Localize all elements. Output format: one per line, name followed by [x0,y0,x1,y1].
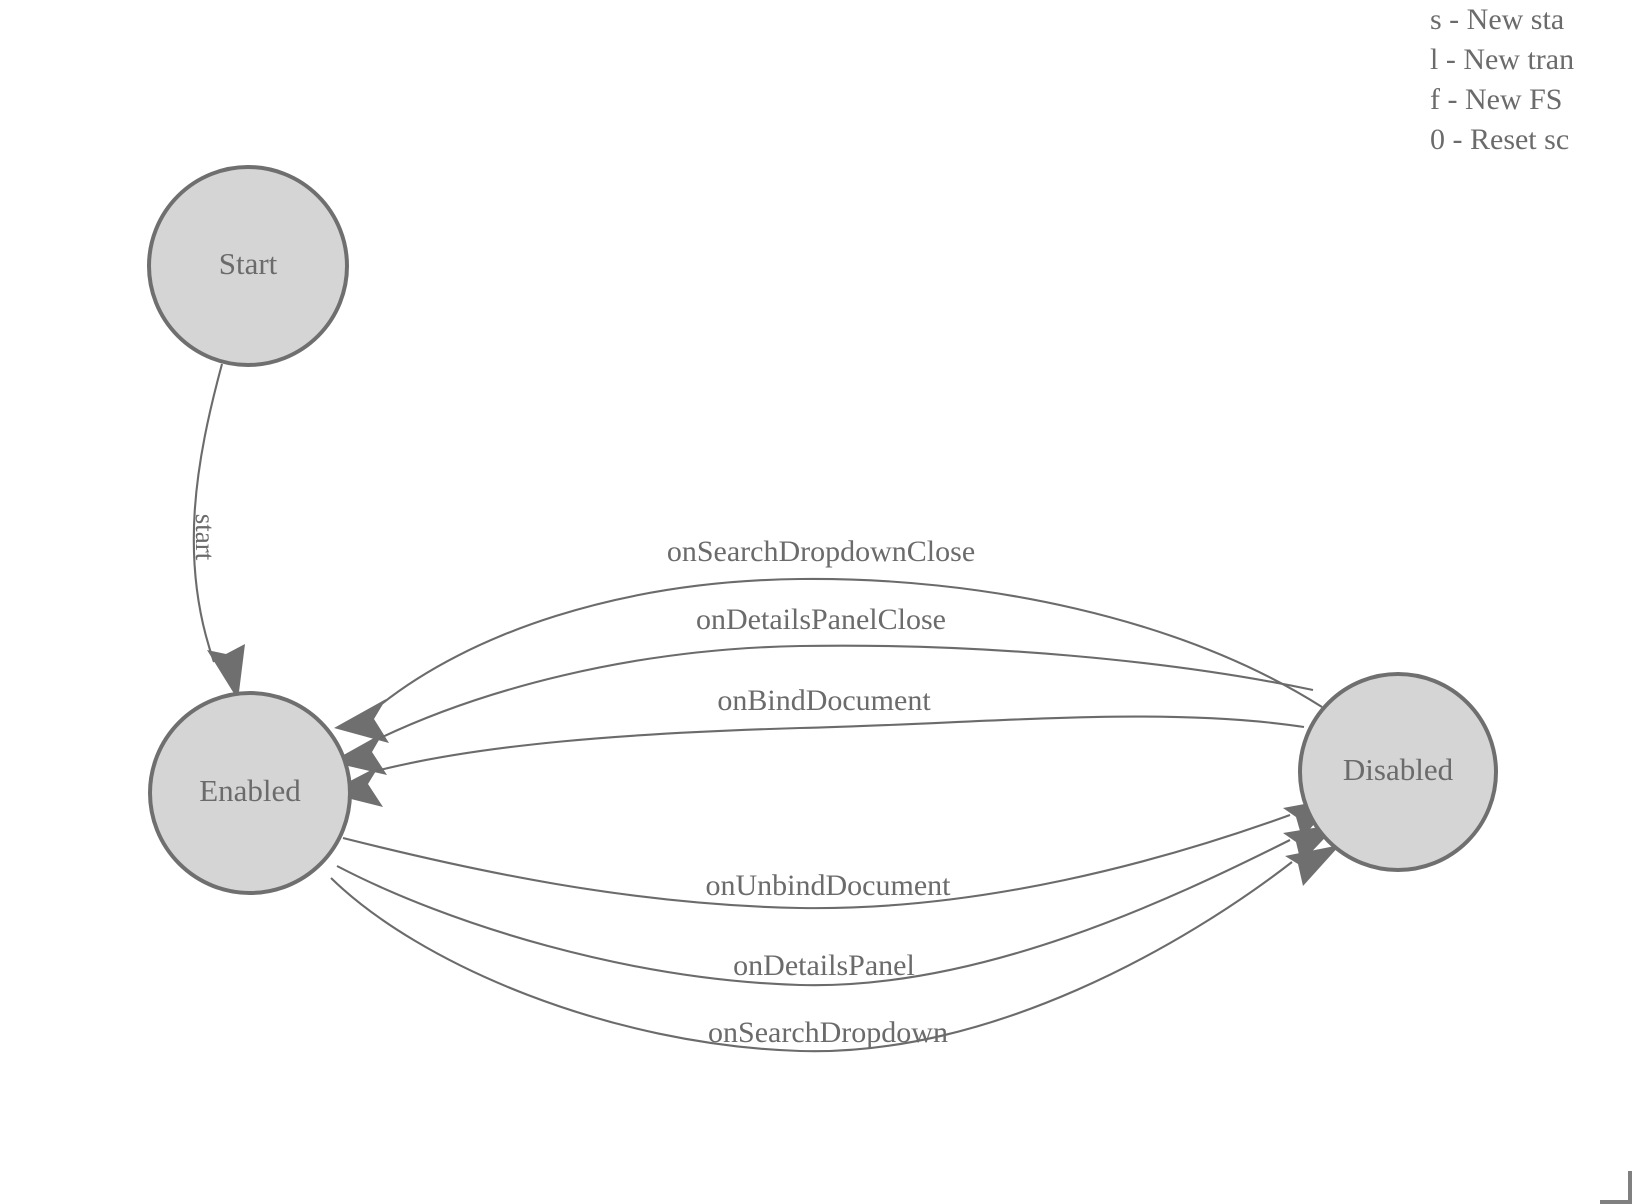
transition-ondetailspanel-path[interactable] [336,839,1291,987]
transition-onsearchdropdownclose[interactable] [334,577,1323,743]
transition-onsearchdropdownclose-path[interactable] [378,577,1323,708]
transition-label-ondetailspanelclose: onDetailsPanelClose [696,603,946,636]
transition-label-start: start [190,514,220,561]
state-start-label: Start [219,246,278,281]
transition-label-ondetailspanel: onDetailsPanel [733,949,915,982]
transition-ondetailspanelclose-path[interactable] [375,644,1314,741]
legend-line-reset: 0 - Reset sc [1430,123,1570,156]
transition-start[interactable] [192,363,245,700]
state-node-enabled[interactable]: Enabled [148,691,352,895]
transition-onsearchdropdown-arrowhead [1285,845,1340,886]
state-enabled-label: Enabled [199,773,301,808]
legend-line-new-state: s - New sta [1430,3,1565,36]
state-enabled-circle[interactable] [148,691,352,895]
transition-onunbinddocument-path[interactable] [342,814,1291,910]
transition-onbinddocument-path[interactable] [371,715,1305,774]
legend-line-new-fsm: f - New FS [1430,83,1563,116]
state-start-circle[interactable] [147,165,349,367]
state-disabled-circle[interactable] [1298,672,1498,872]
transition-onbinddocument-arrowhead [327,766,383,807]
transition-label-onsearchdropdown: onSearchDropdown [708,1016,948,1049]
transition-onsearchdropdownclose-arrowhead [334,699,389,743]
transition-onsearchdropdown-path[interactable] [330,861,1293,1053]
transition-onbinddocument[interactable] [327,715,1305,807]
transition-start-path[interactable] [192,363,224,663]
state-node-disabled[interactable]: Disabled [1298,672,1498,872]
transition-start-arrowhead [207,644,245,700]
legend-line-new-transition: l - New tran [1430,43,1575,76]
state-disabled-label: Disabled [1343,752,1454,787]
transition-label-onunbinddocument: onUnbindDocument [706,869,952,902]
transition-label-onbinddocument: onBindDocument [717,684,931,717]
state-node-start[interactable]: Start [147,165,349,367]
keyboard-shortcuts-legend: s - New sta l - New tran f - New FS 0 - … [1430,0,1632,160]
transition-label-onsearchdropdownclose: onSearchDropdownClose [667,535,975,568]
transition-onsearchdropdown[interactable] [330,845,1340,1053]
